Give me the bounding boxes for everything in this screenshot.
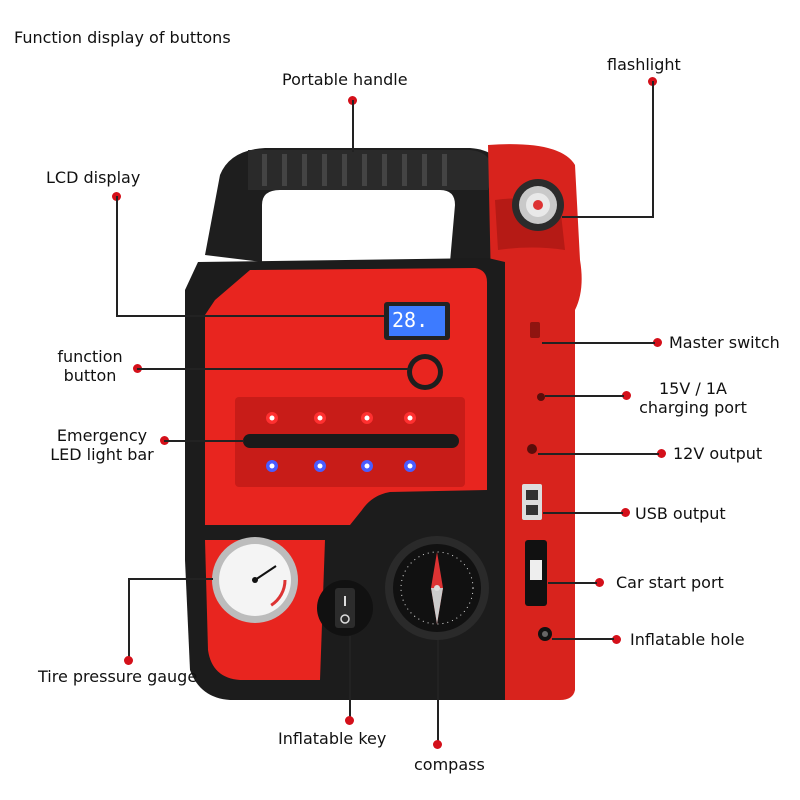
page-title: Function display of buttons xyxy=(14,28,231,47)
handle-grip xyxy=(262,154,447,186)
marker-inflatable-hole xyxy=(612,635,621,644)
leader-usb-output xyxy=(543,512,623,514)
label-master-switch: Master switch xyxy=(669,333,780,352)
lcd-screen xyxy=(384,302,450,340)
compass-dial xyxy=(385,536,489,640)
leader-12v-output xyxy=(538,453,659,455)
leader-lcd-h xyxy=(116,315,388,317)
label-12v-output: 12V output xyxy=(673,444,763,463)
label-emergency-line2: LED light bar xyxy=(50,445,154,464)
leader-car-start xyxy=(548,582,597,584)
label-function-button-line1: function xyxy=(57,347,123,366)
label-emergency-line1: Emergency xyxy=(56,426,148,445)
lcd-reading: 28. xyxy=(392,308,429,332)
marker-usb-output xyxy=(621,508,630,517)
label-lcd-display: LCD display xyxy=(46,168,141,187)
leader-master-switch xyxy=(542,342,655,344)
label-flashlight: flashlight xyxy=(607,55,681,74)
label-charging-line1: 15V / 1A xyxy=(659,379,727,398)
label-portable-handle: Portable handle xyxy=(282,70,408,89)
function-button-shape xyxy=(407,354,443,390)
marker-car-start xyxy=(595,578,604,587)
marker-compass xyxy=(433,740,442,749)
pressure-gauge-dial xyxy=(212,537,298,623)
inflatable-key-switch xyxy=(317,580,373,636)
marker-tire-gauge xyxy=(124,656,133,665)
label-charging-port: 15V / 1A charging port xyxy=(634,379,752,417)
label-inflatable-key: Inflatable key xyxy=(278,729,387,748)
leader-portable-handle xyxy=(352,100,354,152)
leader-lcd-v xyxy=(116,196,118,316)
leader-charging-port xyxy=(545,395,624,397)
label-emergency-led: Emergency LED light bar xyxy=(40,426,164,464)
label-function-button-line2: button xyxy=(63,366,117,385)
label-car-start: Car start port xyxy=(616,573,724,592)
marker-12v-output xyxy=(657,449,666,458)
led-light-bar xyxy=(235,397,465,487)
leader-flashlight-v xyxy=(652,81,654,218)
leader-function-button xyxy=(137,368,410,370)
label-compass: compass xyxy=(414,755,485,774)
marker-inflatable-key xyxy=(345,716,354,725)
marker-charging-port xyxy=(622,391,631,400)
side-panel xyxy=(488,144,582,700)
side-ports xyxy=(522,322,552,641)
leader-inflatable-key xyxy=(349,636,351,719)
leader-flashlight-h xyxy=(562,216,653,218)
leader-inflatable-hole xyxy=(552,638,614,640)
marker-master-switch xyxy=(653,338,662,347)
label-usb-output: USB output xyxy=(635,504,726,523)
label-inflatable-hole: Inflatable hole xyxy=(630,630,745,649)
label-function-button: function button xyxy=(48,347,132,385)
flashlight-lens xyxy=(512,179,564,231)
portable-handle xyxy=(205,148,505,262)
leader-tire-gauge-v xyxy=(128,578,130,660)
leader-tire-gauge-h xyxy=(128,578,213,580)
label-charging-line2: charging port xyxy=(639,398,747,417)
leader-compass xyxy=(437,640,439,743)
label-tire-gauge: Tire pressure gauge xyxy=(38,667,198,686)
leader-emergency-led xyxy=(164,440,244,442)
